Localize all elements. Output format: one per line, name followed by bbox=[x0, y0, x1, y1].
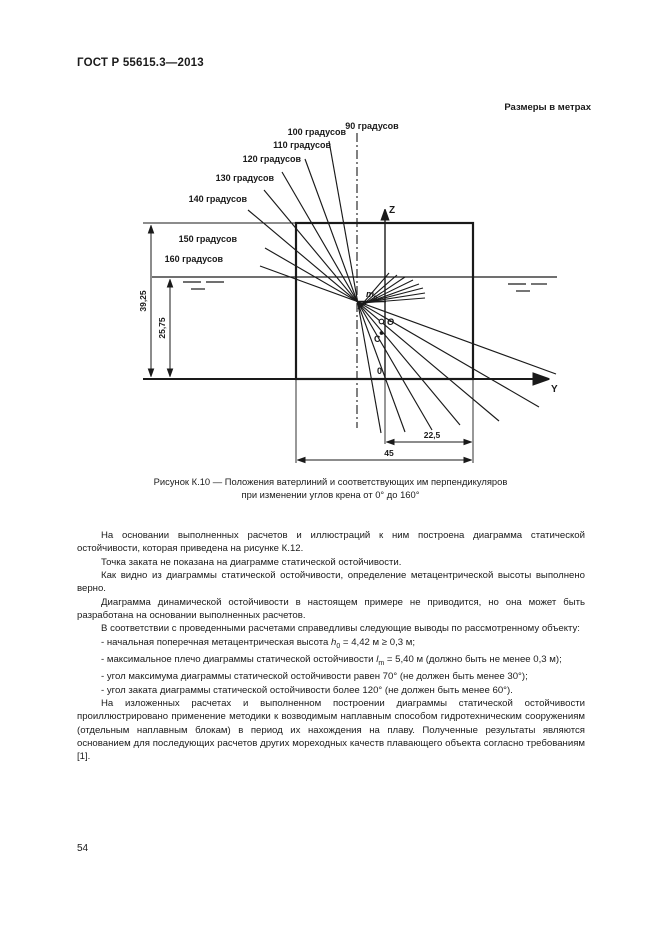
conclusion-text: - угол максимума диаграммы статической о… bbox=[101, 671, 528, 683]
dim-draft-label: 25,75 bbox=[157, 317, 167, 339]
formula-var: h bbox=[331, 636, 337, 648]
units-note: Размеры в метрах bbox=[504, 102, 591, 113]
angle-label-160: 160 градусов bbox=[165, 254, 224, 264]
origin-label: 0 bbox=[377, 366, 382, 376]
point-center-buoyancy: C bbox=[374, 331, 384, 344]
paragraph: В соответствии с проведенными расчетами … bbox=[101, 623, 580, 635]
conclusion-text: - максимальное плечо диаграммы статическ… bbox=[101, 654, 377, 665]
figure-caption: Рисунок К.10 — Положения ватерлиний и со… bbox=[0, 475, 661, 501]
axis-y-label: Y bbox=[551, 384, 558, 395]
conclusion-item: - максимальное плечо диаграммы статическ… bbox=[77, 653, 585, 670]
conclusion-text: - начальная поперечная метацентрическая … bbox=[101, 636, 332, 648]
page-title: ГОСТ Р 55615.3—2013 bbox=[77, 57, 204, 69]
dim-width-label: 45 bbox=[384, 448, 394, 458]
conclusion-item: - угол заката диаграммы статической осто… bbox=[77, 684, 585, 697]
angle-label-140: 140 градусов bbox=[189, 194, 248, 204]
dimension-half-width: 22,5 bbox=[387, 430, 471, 442]
theta-label: Θ bbox=[387, 317, 394, 327]
dim-height-total-label: 39,25 bbox=[138, 290, 148, 312]
angle-label-120: 120 градусов bbox=[243, 154, 302, 164]
conclusion-item: - угол максимума диаграммы статической о… bbox=[77, 670, 585, 683]
axis-z: Z bbox=[385, 205, 395, 379]
formula-sub: 0 bbox=[336, 642, 341, 650]
dim-half-width-label: 22,5 bbox=[424, 430, 441, 440]
hull-section-outline bbox=[143, 221, 475, 381]
angle-label-90: 90 градусов bbox=[345, 121, 399, 131]
heel-angle-labels: 90 градусов 100 градусов 110 градусов 12… bbox=[165, 121, 400, 264]
dimension-draft: 25,75 bbox=[157, 280, 170, 376]
angle-label-110: 110 градусов bbox=[273, 140, 331, 150]
paragraph: На основании выполненных расчетов и иллю… bbox=[77, 530, 585, 555]
paragraph: На изложенных расчетах и выполненном пос… bbox=[77, 697, 585, 763]
body-text: На основании выполненных расчетов и иллю… bbox=[77, 529, 585, 764]
water-surface-symbol-left bbox=[183, 281, 224, 290]
metacenter-label: m bbox=[366, 289, 374, 299]
page-number: 54 bbox=[77, 843, 89, 854]
conclusion-text: - угол заката диаграммы статической осто… bbox=[101, 684, 513, 696]
metacenter-sub: 0 bbox=[374, 295, 378, 302]
heel-waterlines bbox=[247, 140, 557, 434]
angle-label-150: 150 градусов bbox=[179, 234, 238, 244]
paragraph: Диаграмма динамической остойчивости в на… bbox=[77, 596, 585, 622]
conclusion-text: = 4,42 м ≥ 0,3 м; bbox=[340, 636, 415, 648]
extension-lines bbox=[295, 380, 474, 463]
figure-k10-drawing: Размеры в метрах Y Z bbox=[138, 102, 592, 470]
figure-caption-line2: при изменении углов крена от 0° до 160° bbox=[241, 489, 420, 501]
point-theta: Θ bbox=[378, 317, 394, 327]
formula-var: l bbox=[376, 654, 379, 665]
conclusion-item: - начальная поперечная метацентрическая … bbox=[77, 636, 585, 653]
paragraph: Точка заката не показана на диаграмме ст… bbox=[101, 556, 402, 568]
axis-z-label: Z bbox=[389, 205, 395, 216]
formula-sub: m bbox=[378, 659, 385, 667]
angle-label-100: 100 градусов bbox=[288, 127, 347, 137]
dimension-height-total: 39,25 bbox=[138, 226, 151, 376]
conclusion-text: = 5,40 м (должно быть не менее 0,3 м); bbox=[384, 654, 562, 665]
water-surface-symbol-right bbox=[508, 283, 547, 292]
paragraph: Как видно из диаграммы статической остой… bbox=[77, 570, 585, 595]
axis-y: Y bbox=[143, 379, 558, 395]
point-metacenter: m 0 bbox=[366, 289, 378, 302]
figure-caption-line1: Рисунок К.10 — Положения ватерлиний и со… bbox=[153, 476, 508, 487]
angle-label-130: 130 градусов bbox=[216, 173, 275, 183]
center-buoyancy-label: C bbox=[374, 334, 381, 344]
dimension-width: 45 bbox=[298, 448, 471, 460]
